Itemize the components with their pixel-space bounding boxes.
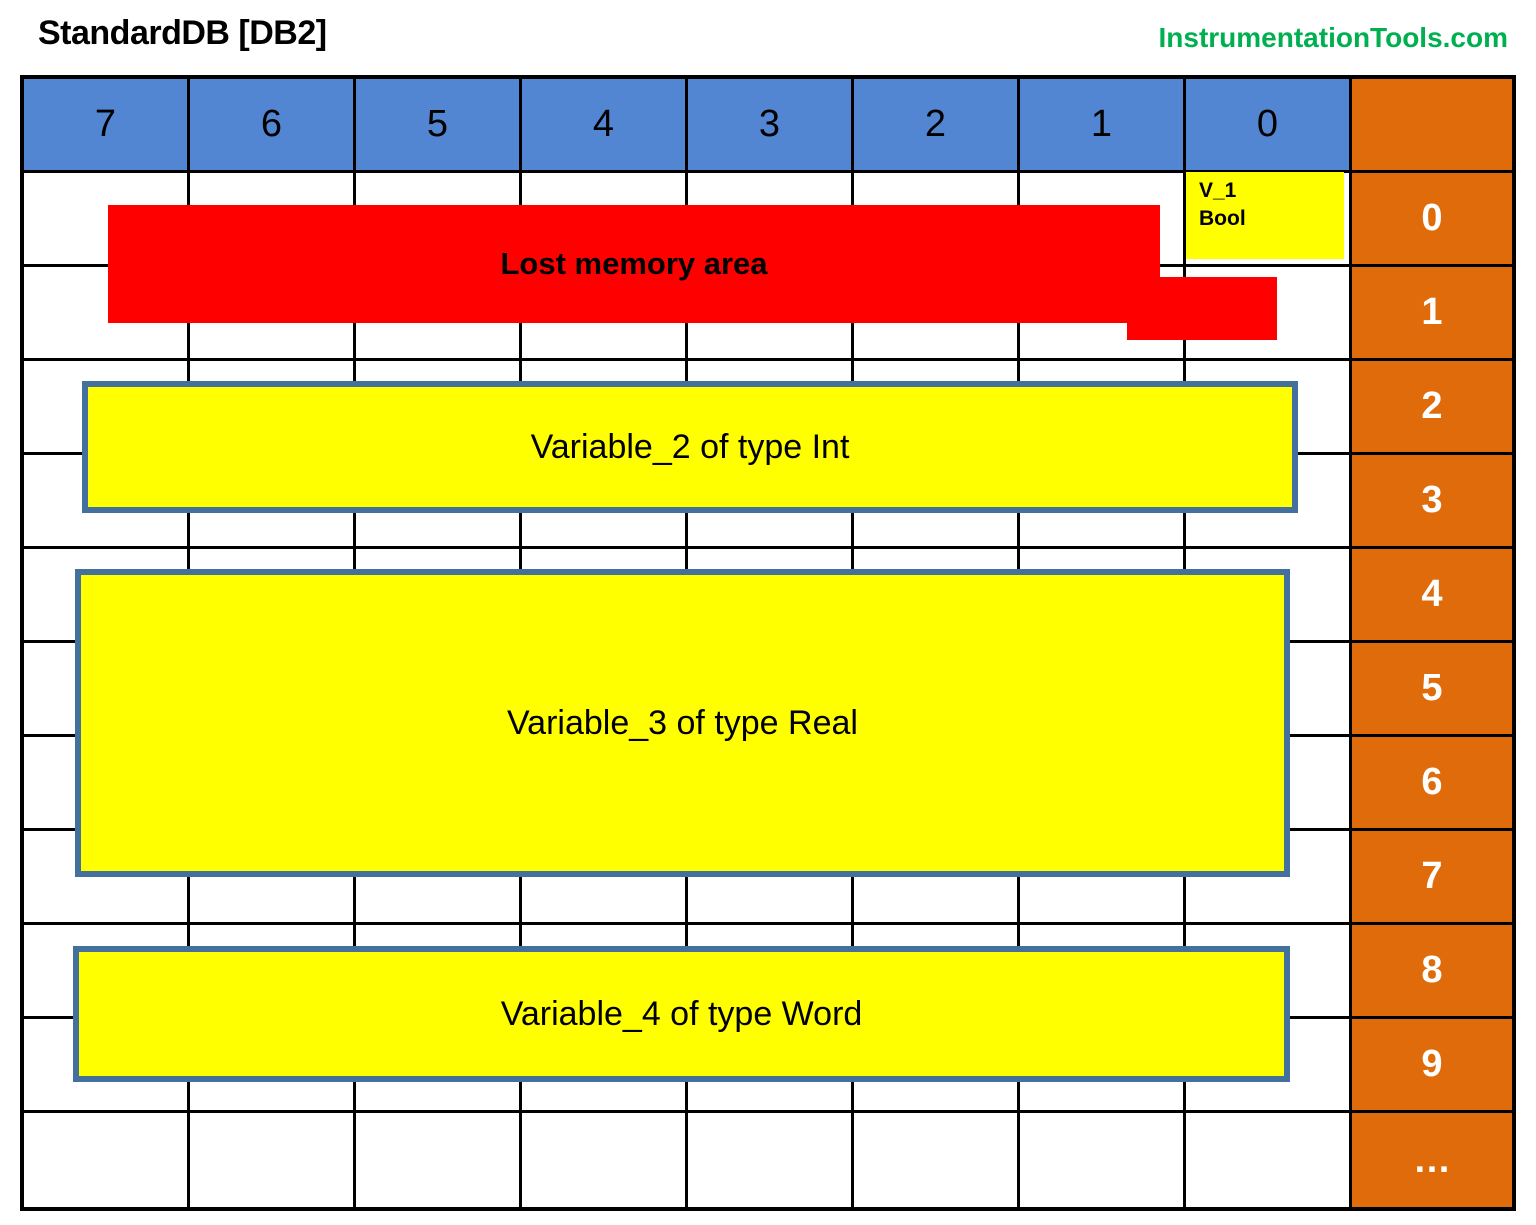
- lost-memory-area-block: Lost memory area: [108, 205, 1160, 323]
- byte-label-cell: 8: [1352, 925, 1512, 1019]
- grid-cell: [522, 831, 688, 925]
- variable-1-name: V_1: [1199, 179, 1237, 202]
- variable-3-label: Variable_3 of type Real: [507, 703, 858, 742]
- bit-header-cell: 5: [356, 79, 522, 173]
- grid-cell: [356, 831, 522, 925]
- lost-memory-area-label: Lost memory area: [500, 246, 768, 281]
- variable-1-bool-cell: V_1 Bool: [1186, 172, 1344, 259]
- bit-header-cell: 0: [1186, 79, 1352, 173]
- byte-label-cell: 2: [1352, 361, 1512, 455]
- grid-cell: [1186, 455, 1352, 549]
- variable-2-block: Variable_2 of type Int: [82, 381, 1298, 513]
- grid-cell: [688, 1113, 854, 1207]
- byte-label-cell: 1: [1352, 267, 1512, 361]
- grid-cell: [1186, 1019, 1352, 1113]
- grid-cell: [854, 1113, 1020, 1207]
- grid-cell: [1020, 1113, 1186, 1207]
- grid-cell: [854, 831, 1020, 925]
- grid-cell: [1186, 267, 1352, 361]
- grid-cell: [24, 831, 190, 925]
- grid-cell: [24, 1113, 190, 1207]
- byte-label-cell: 7: [1352, 831, 1512, 925]
- variable-4-block: Variable_4 of type Word: [73, 946, 1290, 1082]
- grid-cell: [190, 831, 356, 925]
- grid-cell: [688, 831, 854, 925]
- variable-2-label: Variable_2 of type Int: [530, 427, 850, 466]
- page-title: StandardDB [DB2]: [38, 14, 327, 52]
- byte-label-cell: 0: [1352, 173, 1512, 267]
- bit-header-cell: 3: [688, 79, 854, 173]
- byte-label-cell: 3: [1352, 455, 1512, 549]
- byte-header-cell: [1352, 79, 1512, 173]
- grid-cell: [190, 1113, 356, 1207]
- byte-label-cell: 5: [1352, 643, 1512, 737]
- bit-header-cell: 1: [1020, 79, 1186, 173]
- grid-cell: [1186, 831, 1352, 925]
- grid-cell: [1186, 173, 1352, 267]
- byte-label-cell: 4: [1352, 549, 1512, 643]
- variable-3-block: Variable_3 of type Real: [75, 569, 1290, 877]
- bit-header-cell: 6: [190, 79, 356, 173]
- bit-header-cell: 7: [24, 79, 190, 173]
- byte-label-cell: …: [1352, 1113, 1512, 1207]
- grid-cell: [522, 1113, 688, 1207]
- watermark-text: InstrumentationTools.com: [1158, 22, 1509, 53]
- grid-cell: [356, 1113, 522, 1207]
- byte-label-cell: 9: [1352, 1019, 1512, 1113]
- bit-header-cell: 2: [854, 79, 1020, 173]
- lost-memory-area-extension: [1127, 277, 1277, 340]
- byte-label-cell: 6: [1352, 737, 1512, 831]
- bit-header-cell: 4: [522, 79, 688, 173]
- grid-cell: [1020, 831, 1186, 925]
- variable-4-label: Variable_4 of type Word: [500, 994, 863, 1033]
- grid-cell: [1186, 1113, 1352, 1207]
- variable-1-type: Bool: [1199, 207, 1246, 231]
